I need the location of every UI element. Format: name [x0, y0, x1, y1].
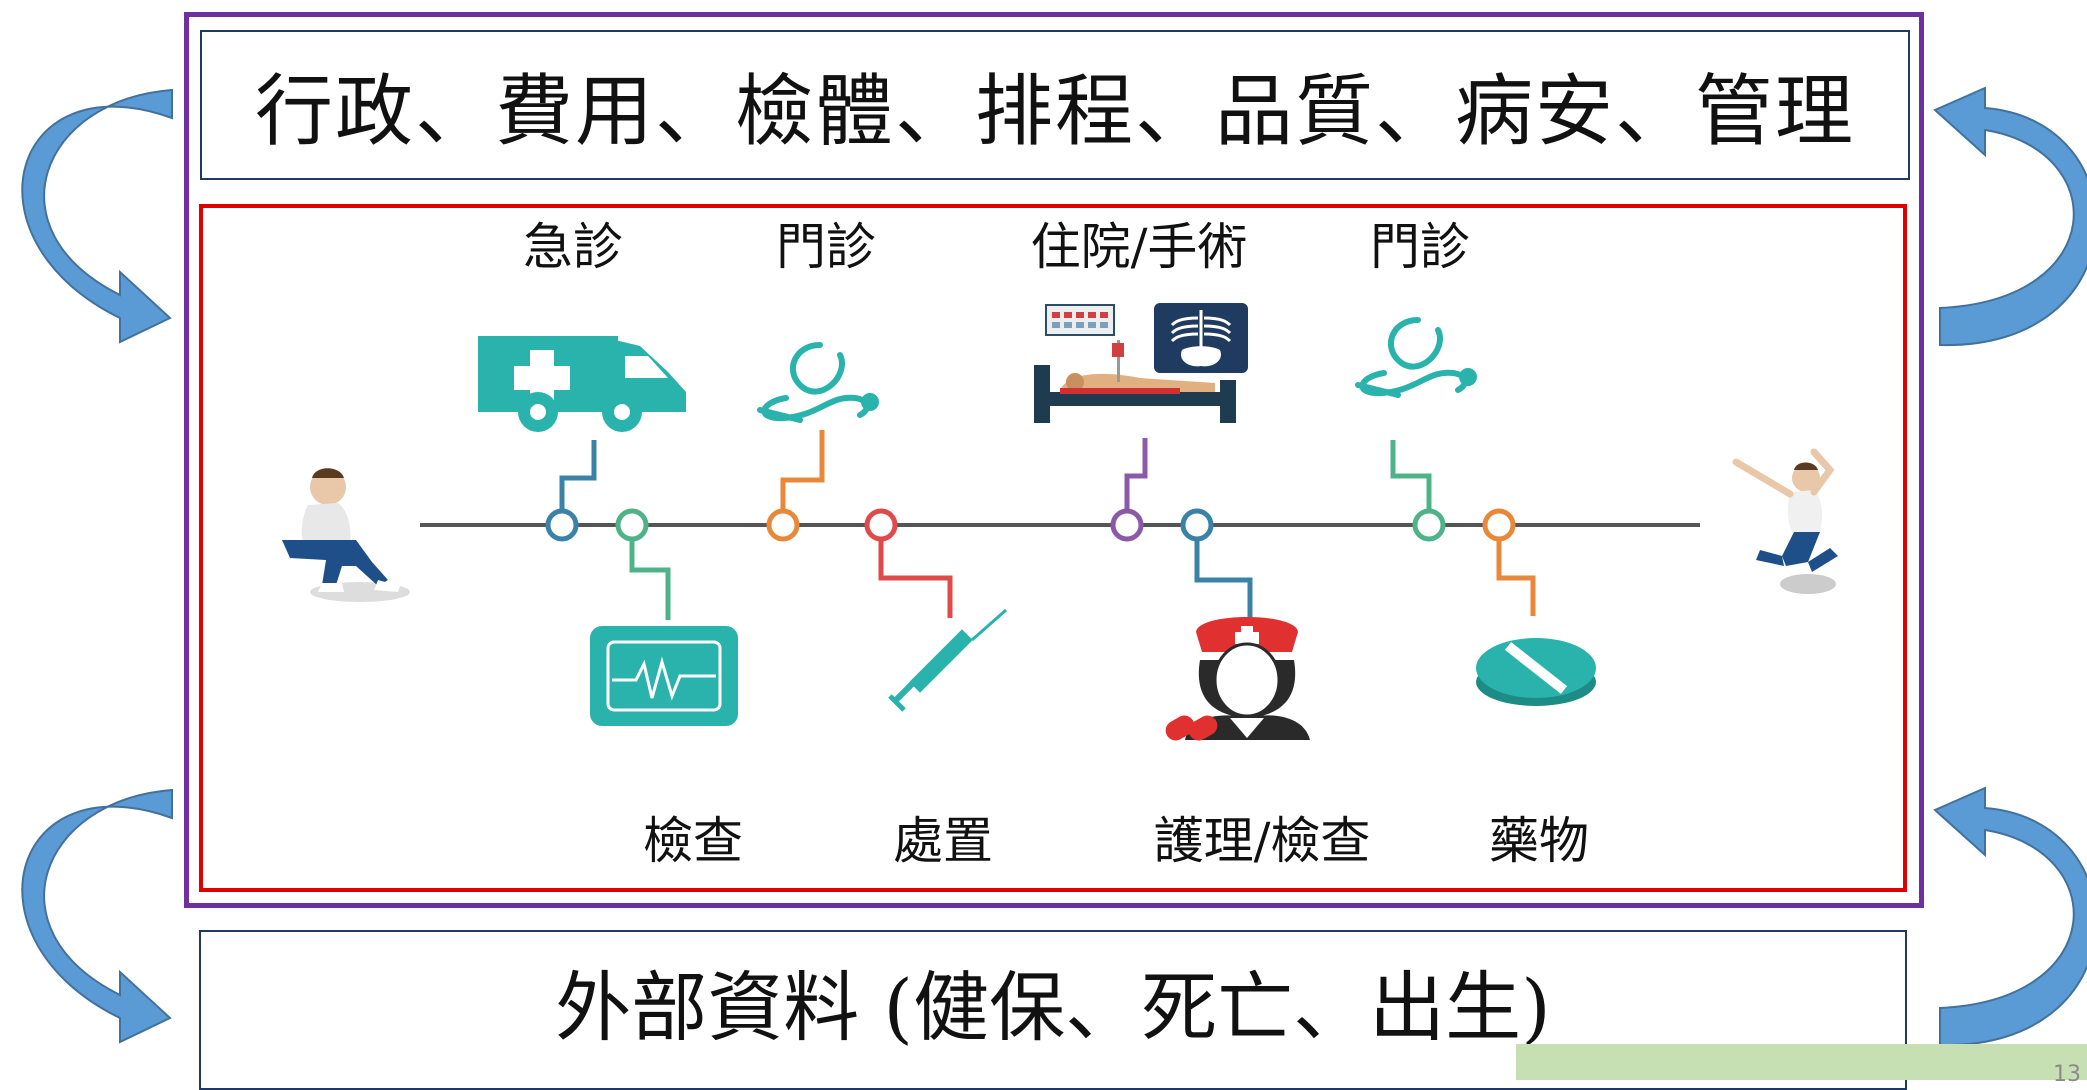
label-inpatient-surgery: 住院/手術	[1030, 218, 1248, 276]
label-emergency: 急診	[523, 218, 623, 276]
page-number: 13	[2053, 1062, 2081, 1087]
label-exam: 檢查	[643, 812, 743, 870]
seated-patient-icon	[282, 468, 410, 602]
label-medication: 藥物	[1489, 812, 1589, 870]
node-8	[1482, 508, 1516, 542]
footer-text: 外部資料 (健保、死亡、出生)	[555, 963, 1551, 1052]
label-outpatient-1: 門診	[776, 218, 876, 276]
node-6	[1180, 508, 1214, 542]
node-2	[615, 508, 649, 542]
stethoscope-icon	[757, 342, 879, 423]
page-footer-bar	[1516, 1044, 2087, 1080]
node-1	[545, 508, 579, 542]
external-data-box: 外部資料 (健保、死亡、出生)	[199, 930, 1907, 1090]
hospital-bed-icon	[1034, 304, 1236, 423]
timeline-frame	[199, 204, 1907, 892]
nurse-icon	[1165, 617, 1310, 741]
node-7	[1412, 508, 1446, 542]
outer-frame	[184, 12, 1924, 908]
arrow-bottom-left-icon	[21, 788, 173, 1044]
arrow-top-right-icon	[1933, 86, 2087, 347]
pill-icon	[1476, 638, 1596, 706]
timeline-nodes	[545, 508, 1516, 542]
stethoscope-icon-2	[1355, 317, 1477, 398]
xray-icon	[1154, 303, 1248, 373]
header-box: 行政、費用、檢體、排程、品質、病安、管理	[200, 30, 1910, 180]
ambulance-icon	[478, 336, 686, 432]
ecg-monitor-icon	[590, 626, 738, 726]
syringe-icon	[888, 608, 1007, 712]
header-text: 行政、費用、檢體、排程、品質、病安、管理	[254, 67, 1855, 157]
arrow-top-left-icon	[21, 88, 173, 344]
label-nursing-exam: 護理/檢查	[1153, 812, 1371, 870]
node-3	[766, 508, 800, 542]
node-4	[864, 508, 898, 542]
timeline-connectors	[559, 430, 1536, 620]
jumping-person-icon	[1732, 448, 1838, 594]
node-5	[1110, 508, 1144, 542]
label-treatment: 處置	[893, 812, 993, 870]
arrow-bottom-right-icon	[1933, 786, 2087, 1047]
label-outpatient-2: 門診	[1370, 218, 1470, 276]
